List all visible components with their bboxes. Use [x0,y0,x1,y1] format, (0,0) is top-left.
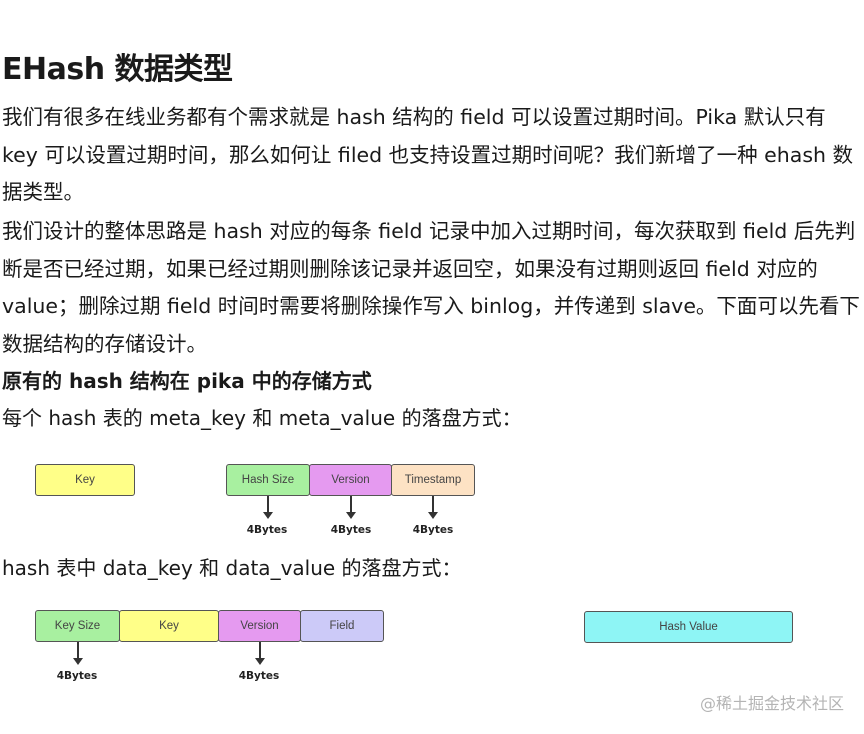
watermark-text: @稀土掘金技术社区 [699,694,844,713]
size-label: 4Bytes [238,670,280,682]
key-size-box: Key Size [35,610,120,642]
field-box: Field [300,610,384,642]
intro-paragraph: 我们有很多在线业务都有个需求就是 hash 结构的 field 可以设置过期时间… [2,105,854,204]
size-label: 4Bytes [56,670,98,682]
timestamp-box: Timestamp [391,464,475,496]
data-key-box: Key [119,610,219,642]
down-arrow-icon [347,496,355,519]
down-arrow-icon [429,496,437,519]
size-label: 4Bytes [330,524,372,536]
down-arrow-icon [264,496,272,519]
down-arrow-icon [74,642,82,665]
version-box: Version [309,464,392,496]
section-subheading: 原有的 hash 结构在 pika 中的存储方式 [2,369,372,393]
design-paragraph: 我们设计的整体思路是 hash 对应的每条 field 记录中加入过期时间，每次… [2,219,860,356]
size-label: 4Bytes [246,524,288,536]
page-title: EHash 数据类型 [2,52,233,87]
data-caption: hash 表中 data_key 和 data_value 的落盘方式： [2,556,462,580]
hash-value-box: Hash Value [584,611,793,643]
meta-caption: 每个 hash 表的 meta_key 和 meta_value 的落盘方式： [2,406,522,430]
hash-size-box: Hash Size [226,464,310,496]
data-version-box: Version [218,610,301,642]
down-arrow-icon [256,642,264,665]
meta-key-box: Key [35,464,135,496]
size-label: 4Bytes [412,524,454,536]
